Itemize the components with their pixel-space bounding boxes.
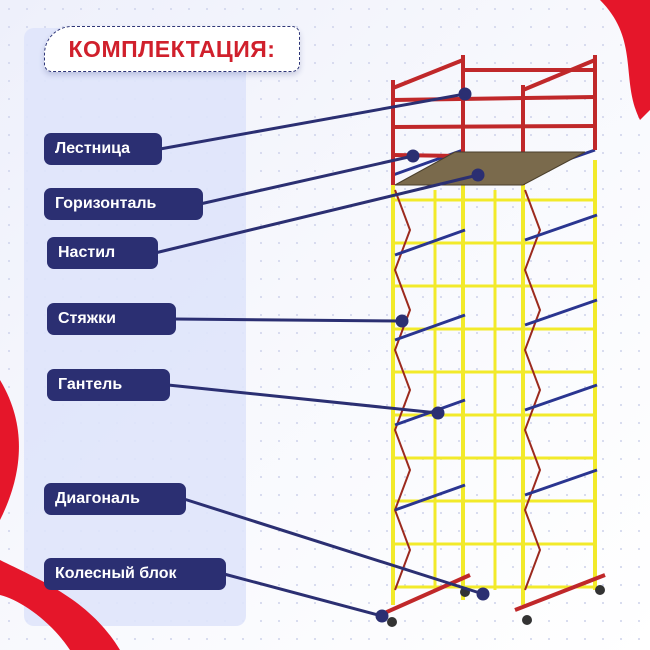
label-text: Диагональ (55, 490, 140, 507)
label-text: Настил (58, 244, 116, 261)
label-horizontal: Горизонталь (44, 188, 203, 220)
label-diagonal: Диагональ (44, 483, 186, 515)
title-badge: КОМПЛЕКТАЦИЯ: (44, 26, 300, 72)
label-wheel-block: Колесный блок (44, 558, 226, 590)
label-deck: Настил (47, 237, 158, 269)
label-text: Лестница (55, 140, 131, 157)
label-text: Гантель (58, 376, 123, 393)
label-text: Горизонталь (55, 195, 157, 212)
label-text: Стяжки (58, 310, 116, 327)
label-ladder: Лестница (44, 133, 162, 165)
label-text: Колесный блок (55, 565, 177, 582)
page-title: КОМПЛЕКТАЦИЯ: (68, 35, 276, 62)
label-dumbbell: Гантель (47, 369, 170, 401)
label-ties: Стяжки (47, 303, 176, 335)
